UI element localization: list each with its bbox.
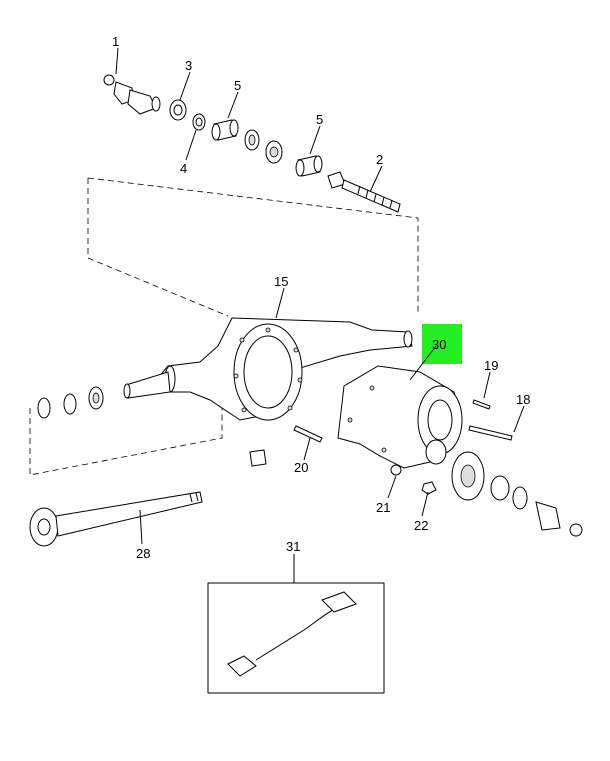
bearing-cup-upper[interactable] (211, 119, 239, 141)
callout-5b: 5 (316, 112, 323, 127)
callout-5a: 5 (234, 78, 241, 93)
pinion-assembly-dashed-outline (29, 177, 419, 476)
bearing-cone[interactable] (244, 129, 283, 164)
callout-19: 19 (484, 358, 498, 373)
highlight-square (422, 324, 462, 364)
pinion-seal[interactable] (169, 99, 187, 121)
wiring-harness-box[interactable] (207, 582, 385, 694)
spacer-ring[interactable] (192, 113, 206, 131)
callout-28: 28 (136, 546, 150, 561)
axle-housing[interactable] (123, 317, 413, 421)
bearing-cup-lower[interactable] (295, 155, 323, 177)
stud[interactable] (293, 425, 323, 443)
callout-1: 1 (112, 34, 119, 49)
carrier-side-parts[interactable] (451, 451, 583, 537)
callout-18: 18 (516, 392, 530, 407)
callout-3: 3 (185, 58, 192, 73)
callout-2: 2 (376, 152, 383, 167)
bolt-short[interactable] (472, 399, 491, 410)
callout-15: 15 (274, 274, 288, 289)
pinion-shaft[interactable] (327, 171, 401, 213)
differential-carrier[interactable] (337, 365, 463, 469)
callout-20: 20 (294, 460, 308, 475)
bolt-long[interactable] (468, 425, 513, 441)
axle-shaft[interactable] (29, 491, 203, 547)
callout-31: 31 (286, 539, 300, 554)
callout-labels: 1 3 5 4 5 2 15 30 19 18 20 21 22 28 31 (112, 34, 530, 561)
washer[interactable] (390, 464, 402, 476)
nut[interactable] (421, 481, 437, 495)
callout-leaders (115, 47, 525, 583)
callout-22: 22 (414, 518, 428, 533)
pinion-yoke[interactable] (103, 74, 161, 115)
callout-21: 21 (376, 500, 390, 515)
callout-30[interactable]: 30 (432, 337, 446, 352)
housing-plug[interactable] (249, 449, 267, 467)
callout-4: 4 (180, 161, 187, 176)
axle-nut-set[interactable] (37, 386, 104, 419)
part-30-highlight-box[interactable] (422, 324, 462, 364)
